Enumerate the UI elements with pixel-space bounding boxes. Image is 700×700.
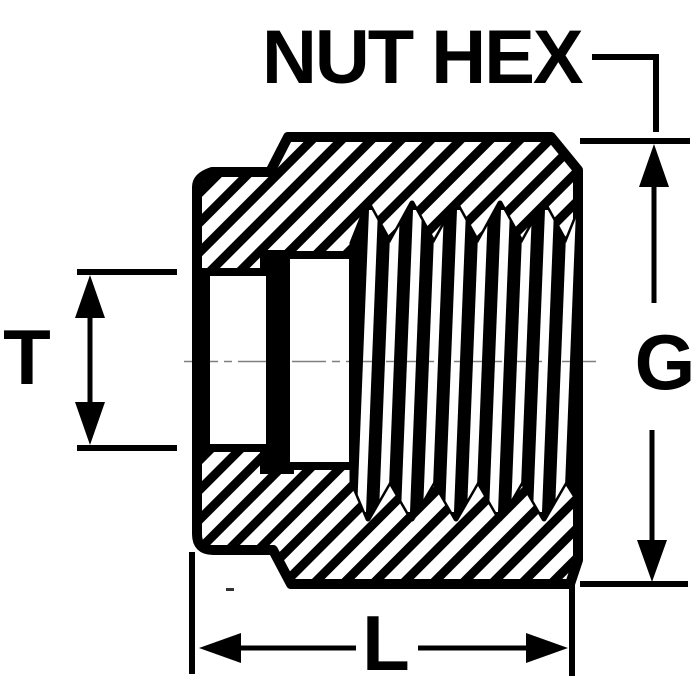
l-dimension-label: L: [362, 599, 410, 687]
nut-hex-leader-line: [592, 54, 659, 132]
dimension-l: L: [189, 552, 575, 687]
nut-body: [184, 132, 600, 591]
scan-artifact-dash: [226, 588, 234, 591]
l-arrowhead-left-icon: [199, 633, 241, 663]
t-dimension-label: T: [3, 313, 51, 401]
g-arrowhead-up-icon: [639, 144, 669, 187]
g-arrowhead-down-icon: [637, 540, 667, 582]
t-arrowhead-up-icon: [75, 275, 105, 318]
dimension-t: T: [3, 269, 177, 451]
dimension-g: G: [580, 138, 696, 587]
l-arrowhead-right-icon: [526, 633, 568, 663]
counterbore: [282, 251, 357, 470]
nut-hex-label: NUT HEX: [262, 15, 584, 100]
t-arrowhead-down-icon: [75, 402, 105, 445]
tube-bore: [202, 268, 274, 452]
g-dimension-label: G: [635, 318, 696, 406]
nut-hex-callout: NUT HEX: [262, 15, 659, 132]
